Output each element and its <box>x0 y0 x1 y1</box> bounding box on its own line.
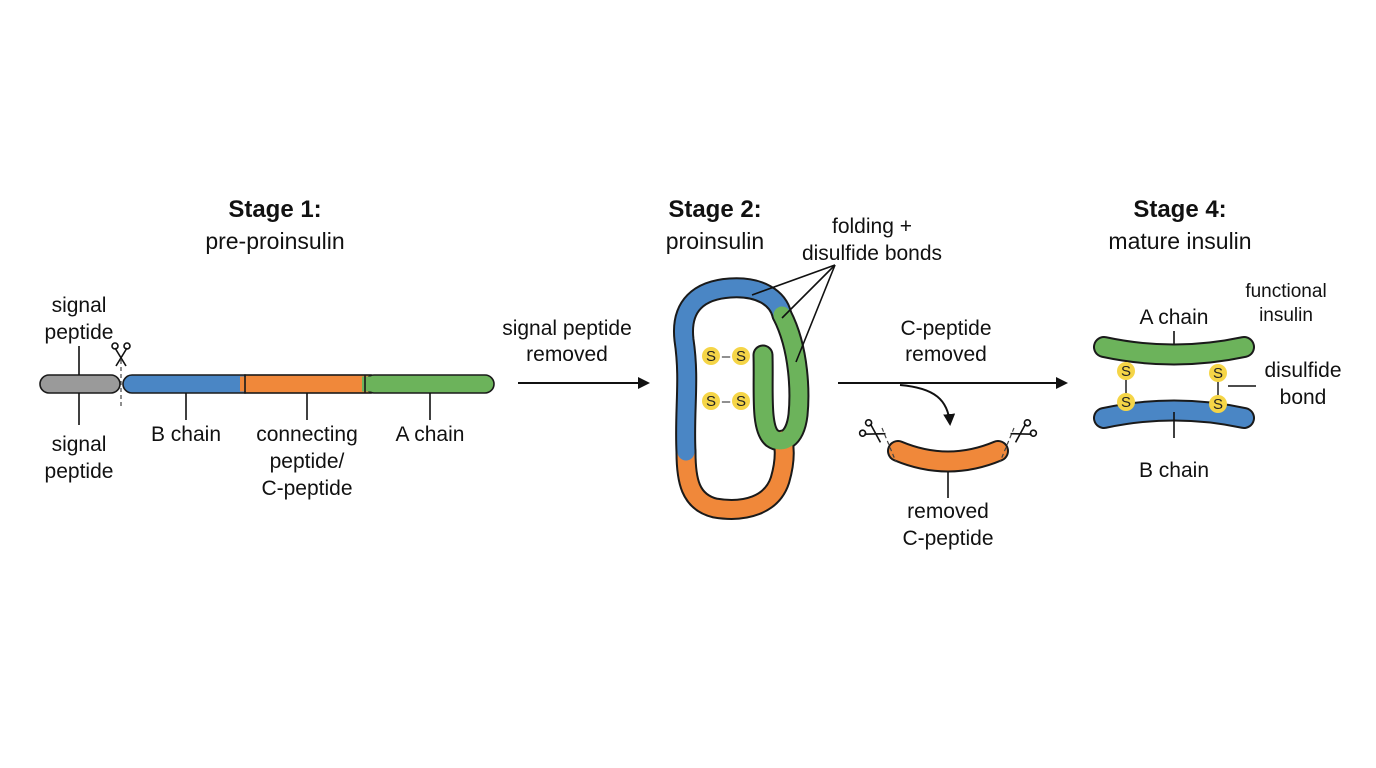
stage-1-subtitle: pre-proinsulin <box>205 228 344 254</box>
c-peptide-segment <box>244 374 372 394</box>
mature-disulfide-bond-2: S S <box>1209 364 1227 413</box>
stage-2-subtitle: proinsulin <box>666 228 764 254</box>
b-chain-label: B chain <box>151 423 221 446</box>
svg-text:S: S <box>706 348 716 365</box>
svg-text:S: S <box>1213 396 1223 413</box>
signal-peptide-bottom-label: signal <box>52 433 107 456</box>
stage-2-title: Stage 2: <box>668 196 761 223</box>
svg-text:S: S <box>736 393 746 410</box>
proinsulin-fold <box>673 277 810 520</box>
curved-arrow <box>899 384 956 426</box>
arrow-1-label: signal peptide <box>502 317 632 340</box>
svg-text:S: S <box>1213 365 1223 382</box>
a-chain-segment <box>364 374 495 394</box>
folding-label-2: disulfide bonds <box>802 242 942 265</box>
signal-peptide-removal-step: signal peptide removed <box>502 317 650 389</box>
disulfide-bond-2: S – S <box>702 392 750 410</box>
stage-4: Stage 4: mature insulin functional insul… <box>1093 196 1342 482</box>
scissors-icon-left <box>858 419 886 443</box>
removed-c-peptide-label: removed <box>907 500 989 523</box>
mature-disulfide-bond-1: S S <box>1117 362 1135 411</box>
svg-text:–: – <box>722 393 731 410</box>
signal-peptide-segment <box>39 374 121 394</box>
mature-a-chain-label: A chain <box>1140 306 1209 329</box>
folding-label: folding + <box>832 215 912 238</box>
scissors-icon <box>111 342 131 367</box>
c-peptide-label: connecting <box>256 423 358 446</box>
signal-peptide-top-label: signal <box>52 294 107 317</box>
svg-text:S: S <box>1121 394 1131 411</box>
b-chain-segment <box>122 374 254 394</box>
mature-b-chain-label: B chain <box>1139 459 1209 482</box>
svg-text:–: – <box>722 348 731 365</box>
a-chain-label: A chain <box>396 423 465 446</box>
stage-1-title: Stage 1: <box>228 196 321 223</box>
stage-4-title: Stage 4: <box>1133 196 1226 223</box>
signal-peptide-top-label-2: peptide <box>45 321 114 344</box>
svg-text:S: S <box>1121 363 1131 380</box>
stage-2: Stage 2: proinsulin folding + disulfide … <box>666 196 942 520</box>
svg-text:S: S <box>736 348 746 365</box>
functional-insulin-label-2: insulin <box>1259 305 1313 326</box>
stage-1: Stage 1: pre-proinsulin signal peptide s… <box>39 196 495 500</box>
arrow-2-label-2: removed <box>905 343 987 366</box>
c-peptide-label-3: C-peptide <box>261 477 352 500</box>
removed-c-peptide-label-2: C-peptide <box>902 527 993 550</box>
disulfide-bond-label: disulfide <box>1264 359 1341 382</box>
scissors-icon-right <box>1010 419 1038 443</box>
svg-text:S: S <box>706 393 716 410</box>
disulfide-bond-1: S – S <box>702 347 750 365</box>
c-peptide-removal-step: C-peptide removed removed C-peptide <box>838 317 1068 550</box>
arrow-2-label: C-peptide <box>900 317 991 340</box>
disulfide-bond-label-2: bond <box>1280 386 1327 409</box>
c-peptide-label-2: peptide/ <box>270 450 345 473</box>
stage-4-subtitle: mature insulin <box>1108 228 1251 254</box>
arrow-1-label-2: removed <box>526 343 608 366</box>
signal-peptide-bottom-label-2: peptide <box>45 460 114 483</box>
functional-insulin-label: functional <box>1245 281 1326 302</box>
